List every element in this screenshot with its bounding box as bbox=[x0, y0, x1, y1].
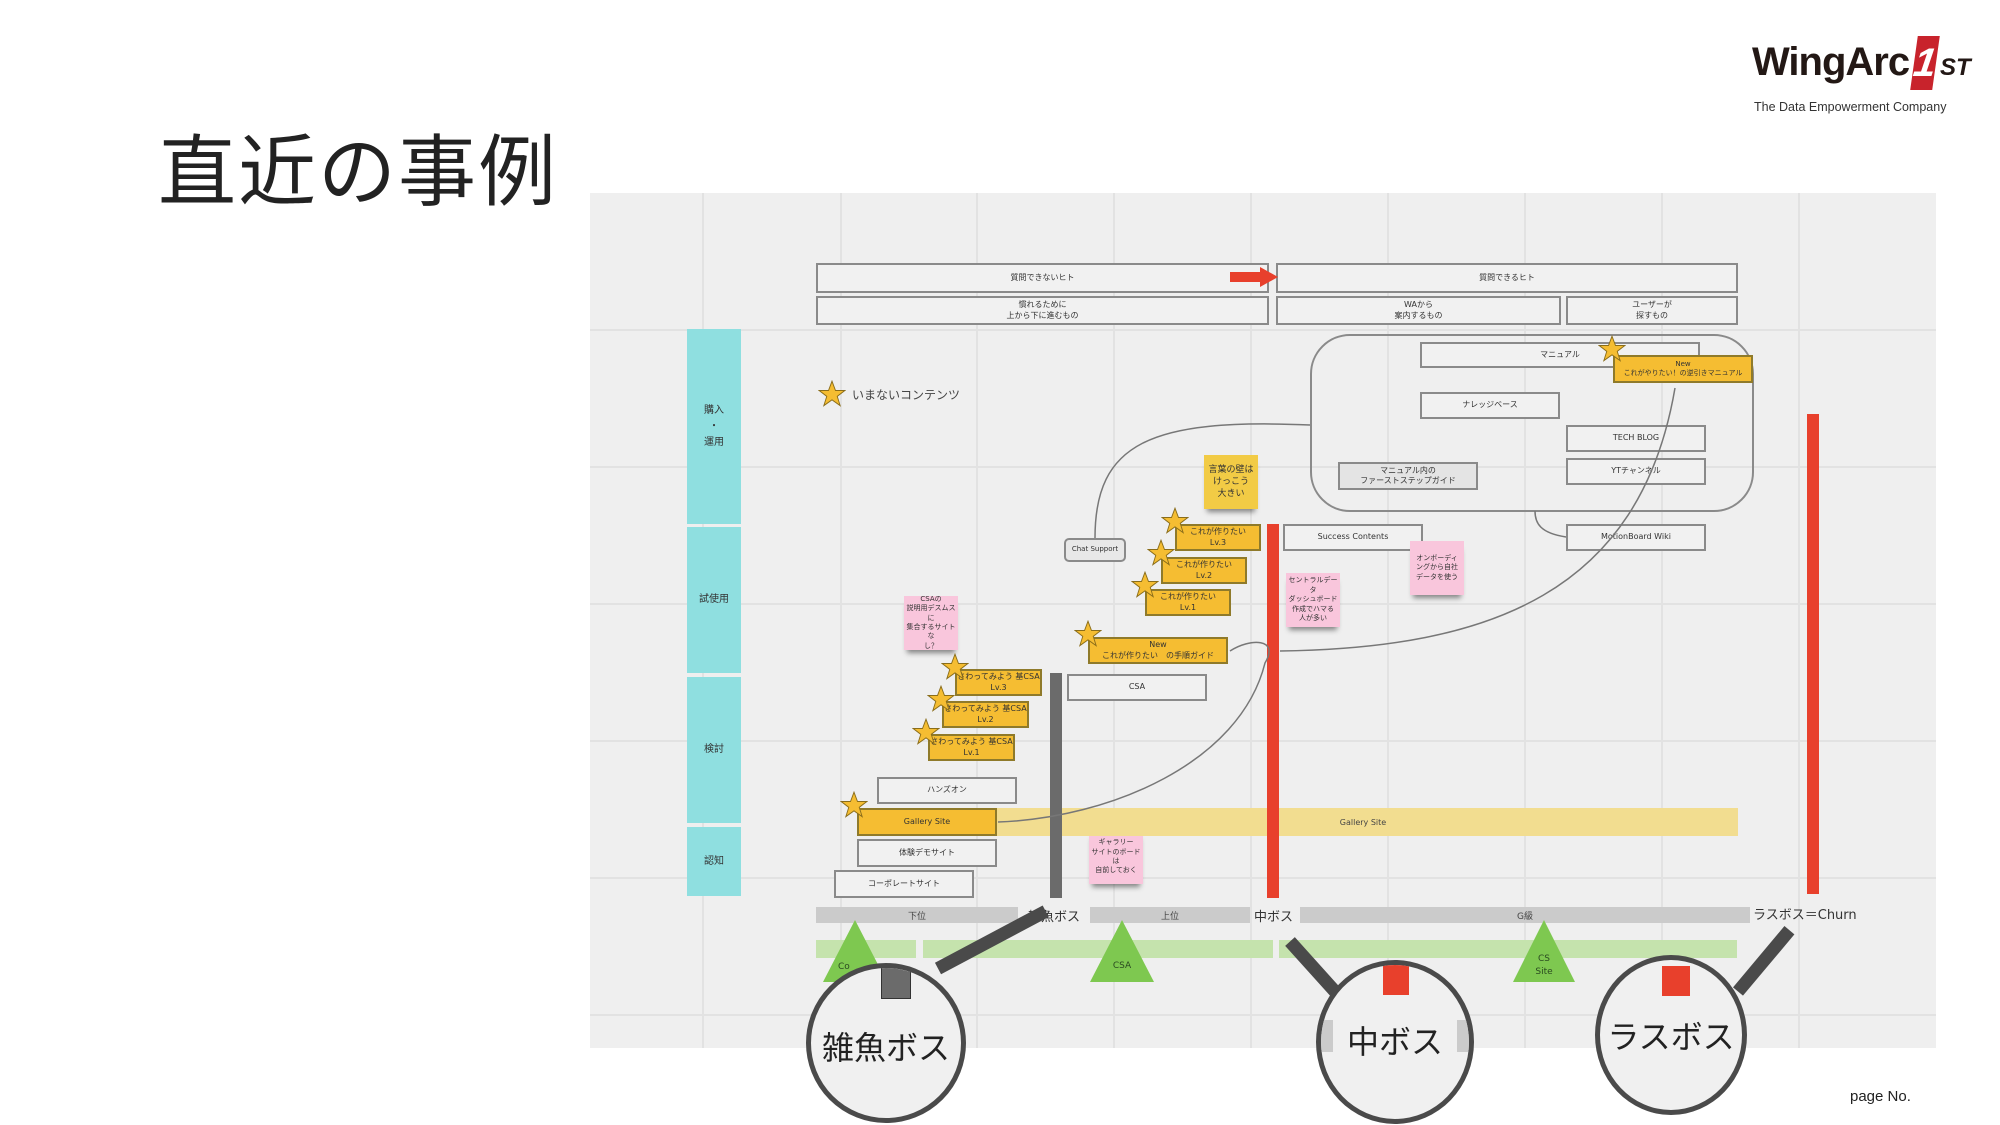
phase-trial: 試使用 bbox=[687, 527, 741, 673]
phase-awareness: 認知 bbox=[687, 827, 741, 896]
sticky-language-barrier: 言葉の壁は けっこう 大きい bbox=[1204, 455, 1258, 509]
grid-line bbox=[590, 603, 1936, 605]
grid-line bbox=[1113, 193, 1115, 1048]
header-right-top: 質問できるヒト bbox=[1276, 263, 1738, 293]
triangle-marker bbox=[1090, 920, 1154, 982]
item-want-lv3: これが作りたい Lv.3 bbox=[1175, 524, 1261, 551]
star-icon bbox=[818, 380, 846, 407]
self-service-group bbox=[1310, 334, 1754, 512]
company-logo: WingArc 1 ST The Data Empowerment Compan… bbox=[1752, 36, 1982, 126]
magnifier-label: ラスボス bbox=[1607, 1018, 1735, 1056]
magnified-bar bbox=[1662, 966, 1690, 996]
magnified-bar bbox=[881, 968, 911, 999]
stage-g-class: G級 bbox=[1300, 907, 1750, 923]
grid-line bbox=[1524, 193, 1526, 1048]
magnified-bar bbox=[1383, 965, 1409, 995]
page-number: page No. bbox=[1850, 1088, 1911, 1105]
hands-on-box: ハンズオン bbox=[877, 777, 1017, 804]
sticky-sample-data: セントラルデータ ダッシュボード 作成でハマる 人が多い bbox=[1286, 573, 1340, 627]
star-icon bbox=[1147, 539, 1175, 566]
star-icon bbox=[941, 653, 969, 680]
diagram-board: 質問できないヒト 慣れるために 上から下に進むもの 質問できるヒト WAから 案… bbox=[590, 193, 1936, 1048]
demo-site-box: 体験デモサイト bbox=[857, 839, 997, 867]
magnifier-final-boss: ラスボス bbox=[1595, 955, 1747, 1115]
star-icon bbox=[912, 718, 940, 745]
tech-blog-box: TECH BLOG bbox=[1566, 425, 1706, 452]
triangle-marker bbox=[1513, 920, 1575, 982]
mid-boss-barrier bbox=[1267, 524, 1279, 898]
boss-label-final: ラスボス＝Churn bbox=[1753, 908, 1857, 923]
success-contents-box: Success Contents bbox=[1283, 524, 1423, 551]
magnified-stage bbox=[1321, 1020, 1333, 1052]
grid-line bbox=[590, 466, 1936, 468]
magnified-stage bbox=[1457, 1020, 1469, 1052]
header-right-mid: WAから 案内するもの bbox=[1276, 296, 1561, 325]
grid-line bbox=[590, 329, 1936, 331]
triangle-label: CS Site bbox=[1535, 954, 1553, 977]
grid-line bbox=[1387, 193, 1389, 1048]
logo-wordmark: WingArc bbox=[1752, 40, 1910, 84]
slide-title: 直近の事例 bbox=[158, 128, 559, 218]
arrow-right-icon bbox=[1230, 267, 1278, 287]
grid-line bbox=[976, 193, 978, 1048]
first-step-guide-box: マニュアル内の ファーストステップガイド bbox=[1338, 462, 1478, 490]
grid-line bbox=[1661, 193, 1663, 1048]
star-icon bbox=[1131, 571, 1159, 598]
item-csa-lv1: さわってみよう 基CSA Lv.1 bbox=[928, 734, 1015, 761]
logo-one-mark: 1 bbox=[1910, 36, 1940, 90]
magnifier-mid-boss: 中ボス bbox=[1316, 960, 1474, 1124]
boss-label-mid: 中ボス bbox=[1254, 910, 1294, 925]
csa-box: CSA bbox=[1067, 674, 1207, 701]
logo-st: ST bbox=[1940, 54, 1971, 81]
logo-tagline: The Data Empowerment Company bbox=[1754, 100, 1947, 114]
grid-line bbox=[590, 877, 1936, 879]
yt-channel-box: YTチャンネル bbox=[1566, 458, 1706, 485]
star-icon bbox=[1598, 335, 1626, 362]
item-want-lv2: これが作りたい Lv.2 bbox=[1161, 557, 1247, 584]
triangle-label: Co bbox=[838, 962, 850, 972]
header-left-bottom: 慣れるために 上から下に進むもの bbox=[816, 296, 1269, 325]
magnifier-label: 中ボス bbox=[1346, 1023, 1443, 1061]
phase-purchase: 購入 ・ 運用 bbox=[687, 329, 741, 524]
support-band bbox=[1279, 940, 1737, 958]
legend-label: いまないコンテンツ bbox=[852, 388, 961, 402]
item-csa-lv3: さわってみよう 基CSA Lv.3 bbox=[955, 669, 1042, 696]
new-manual-box: New これがやりたい！の逆引きマニュアル bbox=[1613, 355, 1753, 383]
grid-line bbox=[1250, 193, 1252, 1048]
item-csa-lv2: さわってみよう 基CSA Lv.2 bbox=[942, 701, 1029, 728]
star-icon bbox=[1161, 507, 1189, 534]
magnifier-label: 雑魚ボス bbox=[821, 1029, 950, 1067]
header-left-top: 質問できないヒト bbox=[816, 263, 1269, 293]
motionboard-wiki-box: MotionBoard Wiki bbox=[1566, 524, 1706, 551]
magnifier-minor-boss: 雑魚ボス bbox=[806, 963, 966, 1123]
minor-boss-barrier bbox=[1050, 673, 1062, 898]
triangle-label: CSA bbox=[1112, 961, 1132, 971]
grid-line bbox=[590, 740, 1936, 742]
phase-consider: 検討 bbox=[687, 677, 741, 823]
corporate-site-box: コーポレートサイト bbox=[834, 870, 974, 898]
sticky-gallery-note: ギャラリー サイトのボードは 自前しておく bbox=[1089, 830, 1143, 884]
sticky-onboarding: オンボーディ ングから自社 データを使う bbox=[1410, 541, 1464, 595]
grid-line bbox=[1798, 193, 1800, 1048]
header-right-right: ユーザーが 探すもの bbox=[1566, 296, 1738, 325]
final-boss-barrier bbox=[1807, 414, 1819, 894]
item-new-guide: New これが作りたい の手順ガイド bbox=[1088, 637, 1228, 664]
grid-line bbox=[840, 193, 842, 1048]
stage-lower: 下位 bbox=[816, 907, 1018, 923]
star-icon bbox=[840, 791, 868, 818]
star-icon bbox=[1074, 620, 1102, 647]
item-gallery-site: Gallery Site bbox=[857, 808, 997, 836]
stage-upper: 上位 bbox=[1090, 907, 1250, 923]
grid-line bbox=[590, 1014, 1936, 1016]
gallery-site-band: Gallery Site bbox=[988, 808, 1738, 836]
connector-lines bbox=[997, 387, 1676, 823]
sticky-csa-note: CSAの 説明用デスムスに 集合するサイトな し？ bbox=[904, 595, 958, 650]
star-icon bbox=[927, 685, 955, 712]
chat-support-box: Chat Support bbox=[1064, 538, 1126, 562]
knowledge-base-box: ナレッジベース bbox=[1420, 392, 1560, 419]
item-want-lv1: これが作りたい Lv.1 bbox=[1145, 589, 1231, 616]
